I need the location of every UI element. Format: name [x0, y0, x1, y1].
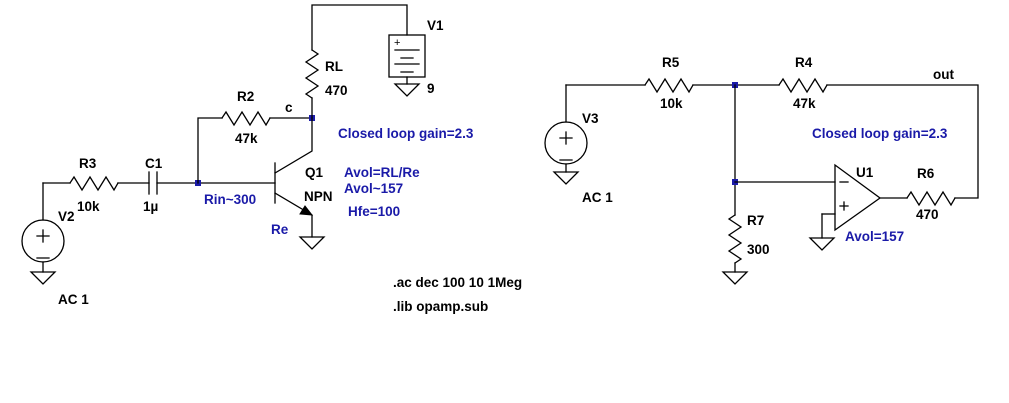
collector-node-label: c [285, 100, 293, 115]
v3-ac-source[interactable] [544, 84, 588, 185]
r5-resistor[interactable] [644, 77, 694, 94]
v3-ref-label: V3 [582, 111, 599, 126]
avol-value-note: Avol~157 [344, 181, 403, 196]
r2-ref-label: R2 [237, 89, 254, 104]
r3-value-label: 10k [77, 199, 100, 214]
r6-resistor[interactable] [906, 190, 956, 207]
emitter-node-label: Re [271, 222, 289, 237]
r6-value-label: 470 [916, 207, 939, 222]
rl-value-label: 470 [325, 83, 348, 98]
r4-value-label: 47k [793, 96, 816, 111]
r7-value-label: 300 [747, 242, 770, 257]
lib-directive[interactable]: .lib opamp.sub [393, 299, 488, 314]
c1-value-label: 1µ [143, 199, 158, 214]
right-avol-note: Avol=157 [845, 229, 904, 244]
r4-ref-label: R4 [795, 55, 813, 70]
emitter-ground [298, 236, 326, 250]
r5-ref-label: R5 [662, 55, 680, 70]
u1-opamp[interactable] [834, 163, 882, 232]
r5-value-label: 10k [660, 96, 683, 111]
rl-ref-label: RL [325, 59, 343, 74]
c1-capacitor[interactable] [148, 171, 158, 195]
r3-ref-label: R3 [79, 156, 97, 171]
v1-ref-label: V1 [427, 18, 444, 33]
q1-npn-transistor[interactable] [274, 117, 314, 238]
avol-formula-note: Avol=RL/Re [344, 165, 420, 180]
v2-ref-label: V2 [58, 209, 75, 224]
rl-resistor[interactable] [304, 49, 320, 99]
left-gain-note: Closed loop gain=2.3 [338, 126, 474, 141]
r7-ref-label: R7 [747, 213, 764, 228]
r2-resistor[interactable] [221, 110, 271, 127]
q1-type-label: NPN [304, 189, 333, 204]
ac-directive[interactable]: .ac dec 100 10 1Meg [393, 275, 522, 290]
rin-note: Rin~300 [204, 192, 256, 207]
v3-value-label: AC 1 [582, 190, 613, 205]
u1-ref-label: U1 [856, 165, 874, 180]
v1-value-label: 9 [427, 81, 435, 96]
r2-value-label: 47k [235, 131, 258, 146]
v2-ac-source[interactable] [21, 182, 65, 285]
v2-value-label: AC 1 [58, 292, 89, 307]
r7-resistor[interactable] [727, 214, 743, 264]
v1-plus-label: + [394, 37, 400, 49]
c1-ref-label: C1 [145, 156, 163, 171]
left-amplifier-circuit: V2 AC 1 R3 10k C1 1µ R2 47k c [21, 4, 474, 307]
hfe-note: Hfe=100 [348, 204, 400, 219]
out-node-label: out [933, 67, 954, 82]
r6-ref-label: R6 [917, 166, 935, 181]
right-opamp-circuit: V3 AC 1 R5 10k R4 47k out R7 300 [544, 55, 979, 285]
r4-resistor[interactable] [778, 77, 828, 94]
r3-resistor[interactable] [69, 175, 119, 192]
q1-ref-label: Q1 [305, 165, 324, 180]
v1-battery[interactable] [388, 34, 426, 97]
right-gain-note: Closed loop gain=2.3 [812, 126, 948, 141]
